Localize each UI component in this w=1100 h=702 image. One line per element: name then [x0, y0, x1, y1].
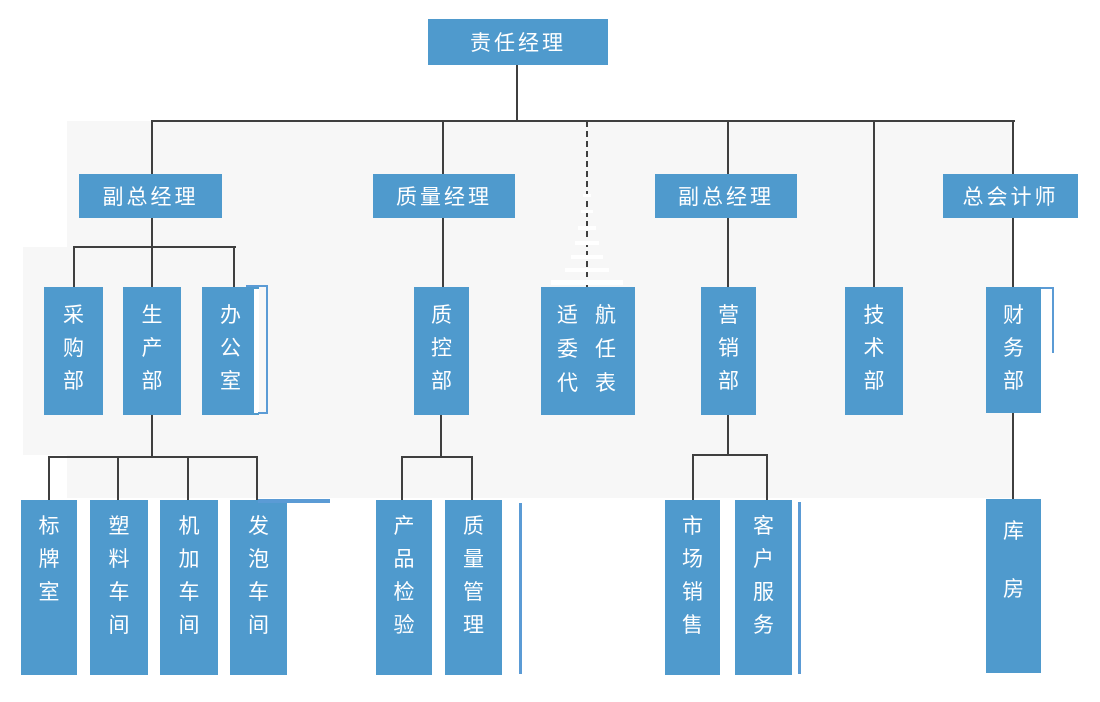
- node-nameplate-room-label: 标牌室: [38, 514, 60, 604]
- render-artifact-streak: [551, 280, 623, 285]
- render-artifact-blue-line: [258, 499, 330, 503]
- node-accountable-manager-label: 责任经理: [470, 31, 566, 55]
- node-airworthiness-delegated-representative: 适航委任代表: [541, 287, 635, 415]
- node-plastics-workshop: 塑料车间: [90, 500, 148, 675]
- connector-drop-machining-workshop: [187, 457, 189, 501]
- connector-stem-production-dept: [151, 415, 153, 457]
- connector-trunk: [151, 120, 1015, 122]
- node-airworthiness-delegated-representative-label: 适航委任代表: [557, 303, 633, 395]
- node-office: 办公室: [202, 287, 259, 415]
- node-nameplate-room: 标牌室: [21, 500, 77, 675]
- node-warehouse-label: 库房: [1003, 519, 1024, 601]
- node-production-dept-label: 生产部: [141, 303, 163, 393]
- node-market-sales: 市场销售: [665, 500, 720, 675]
- connector-stem-quality-control-dept: [440, 415, 442, 457]
- connector-drop-foaming-workshop: [256, 457, 258, 501]
- render-artifact-blue-line: [798, 502, 801, 674]
- render-artifact-streak: [578, 226, 596, 230]
- render-artifact-streak: [565, 268, 609, 272]
- node-warehouse: 库房: [986, 499, 1041, 673]
- node-finance-dept: 财务部: [986, 287, 1041, 413]
- node-marketing-dept-label: 营销部: [718, 303, 739, 393]
- node-quality-control-dept-label: 质控部: [431, 303, 452, 393]
- connector-drop-production-dept: [151, 247, 153, 288]
- node-quality-management: 质量管理: [445, 500, 502, 675]
- connector-drop-nameplate-room: [48, 457, 50, 501]
- connector-drop-purchasing-dept: [73, 247, 75, 288]
- render-artifact-streak: [571, 255, 603, 259]
- connector-bar-quality-control-dept: [401, 456, 473, 458]
- node-technology-dept-label: 技术部: [863, 303, 885, 393]
- node-foaming-workshop: 发泡车间: [230, 500, 287, 675]
- connector-stem-marketing-dept: [727, 415, 729, 455]
- node-quality-manager: 质量经理: [373, 174, 515, 218]
- node-quality-control-dept: 质控部: [414, 287, 469, 415]
- render-artifact-blue-line: [258, 412, 267, 414]
- node-plastics-workshop-label: 塑料车间: [108, 514, 130, 637]
- node-deputy-general-manager-left-label: 副总经理: [102, 185, 199, 209]
- render-artifact-streak: [583, 194, 591, 197]
- node-marketing-dept: 营销部: [701, 287, 756, 415]
- node-product-inspection: 产品检验: [376, 500, 432, 675]
- connector-drop-market-sales: [692, 455, 694, 501]
- render-artifact-blue-line: [1052, 287, 1054, 353]
- connector-root-stem: [516, 65, 518, 121]
- node-office-label: 办公室: [220, 303, 241, 393]
- connector-bar-production-dept: [48, 456, 258, 458]
- node-market-sales-label: 市场销售: [682, 514, 703, 637]
- node-machining-workshop-label: 机加车间: [178, 514, 200, 637]
- render-artifact-blue-line: [1041, 287, 1054, 289]
- node-quality-manager-label: 质量经理: [396, 185, 492, 209]
- render-artifact-white-stripe-office: [254, 289, 259, 413]
- render-artifact-streak: [581, 210, 593, 213]
- connector-drop-product-inspection: [401, 457, 403, 501]
- node-deputy-general-manager-left: 副总经理: [79, 174, 222, 218]
- node-foaming-workshop-label: 发泡车间: [248, 514, 269, 637]
- connector-stem-finance-dept: [1012, 413, 1014, 500]
- node-chief-accountant: 总会计师: [943, 174, 1078, 218]
- node-quality-management-label: 质量管理: [463, 514, 484, 637]
- connector-drop-customer-service: [766, 455, 768, 501]
- node-customer-service: 客户服务: [735, 500, 792, 675]
- node-accountable-manager: 责任经理: [428, 19, 608, 65]
- node-customer-service-label: 客户服务: [753, 514, 774, 637]
- node-deputy-general-manager-right: 副总经理: [655, 174, 797, 218]
- render-artifact-blue-line: [246, 285, 268, 287]
- connector-drop-plastics-workshop: [117, 457, 119, 501]
- node-finance-dept-label: 财务部: [1003, 303, 1024, 393]
- render-artifact-blue-line: [519, 503, 522, 674]
- connector-drop-technology-dept: [873, 121, 875, 287]
- connector-drop-office: [233, 247, 235, 288]
- node-deputy-general-manager-right-label: 副总经理: [678, 185, 774, 209]
- render-artifact-streak: [575, 241, 599, 245]
- node-technology-dept: 技术部: [845, 287, 903, 415]
- connector-bar-marketing-dept: [692, 454, 768, 456]
- connector-drop-quality-management: [471, 457, 473, 501]
- node-chief-accountant-label: 总会计师: [962, 185, 1059, 209]
- node-purchasing-dept: 采购部: [44, 287, 103, 415]
- node-purchasing-dept-label: 采购部: [63, 303, 84, 393]
- connector-drop-airworthiness-rep-dashed: [586, 121, 588, 287]
- node-production-dept: 生产部: [123, 287, 181, 415]
- node-product-inspection-label: 产品检验: [393, 514, 415, 637]
- node-machining-workshop: 机加车间: [160, 500, 218, 675]
- connector-bar-deputy-gm-left: [73, 246, 236, 248]
- render-artifact-blue-line: [266, 285, 268, 414]
